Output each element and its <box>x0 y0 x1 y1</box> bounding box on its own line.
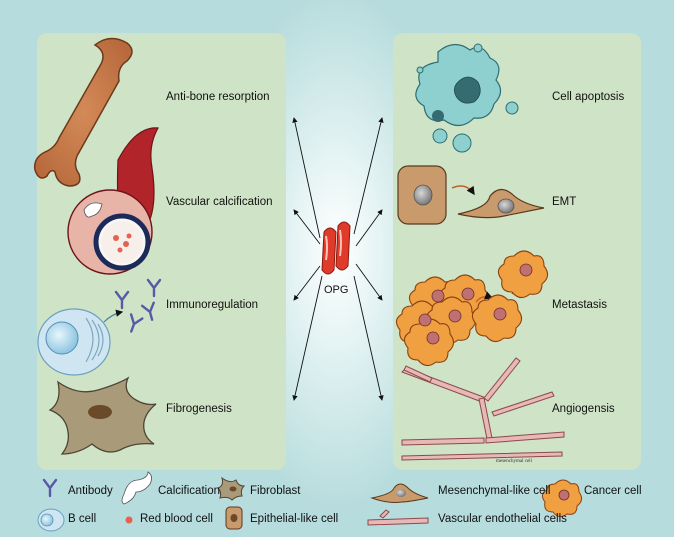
bcell-icon <box>37 308 124 376</box>
legend-rbc-icon <box>125 516 133 524</box>
opg-label: OPG <box>324 284 349 296</box>
vascular-endothelial-icon <box>401 357 565 461</box>
legend-calcification-icon <box>121 471 152 505</box>
legend-calcification-label: Calcification <box>158 485 220 497</box>
legend-antibody-label: Antibody <box>68 485 113 497</box>
opg-molecule-icon <box>321 221 351 275</box>
mesenchymal-cell-icon <box>457 188 545 219</box>
legend-cancer-icon <box>541 479 583 518</box>
cancer-cell-single-1 <box>471 294 523 343</box>
epithelial-cell-icon <box>397 165 447 225</box>
opg-arrows <box>292 117 384 401</box>
label-vascular-calcification: Vascular calcification <box>166 196 273 208</box>
cancer-cluster-icon <box>395 274 490 367</box>
legend-epithelial-label: Epithelial-like cell <box>250 513 339 525</box>
label-emt: EMT <box>552 196 577 208</box>
legend-bcell-icon <box>37 508 65 532</box>
legend-mesenchymal-label: Mesenchymal-like cell <box>438 485 551 497</box>
legend-epithelial-icon <box>225 506 243 530</box>
legend-bcell-label: B cell <box>68 513 97 525</box>
label-mesenchymal-note: mesenchymal cell <box>496 459 532 464</box>
cancer-cell-single-2 <box>497 250 549 299</box>
bone-icon <box>33 37 133 187</box>
legend-cancer-label: Cancer cell <box>584 485 642 497</box>
emt-arrow <box>451 185 475 196</box>
legend-vascular-icon <box>367 509 429 526</box>
label-metastasis: Metastasis <box>552 299 607 311</box>
legend-antibody-icon <box>42 478 58 498</box>
label-anti-bone-resorption: Anti-bone resorption <box>166 91 270 103</box>
label-angiogensis: Angiogensis <box>552 403 615 415</box>
legend-fibroblast-icon <box>217 476 246 501</box>
label-fibrogenesis: Fibrogenesis <box>166 403 232 415</box>
legend-vascular-label: Vascular endothelial cells <box>438 513 567 525</box>
label-cell-apoptosis: Cell apoptosis <box>552 91 625 103</box>
label-immunoregulation: Immunoregulation <box>166 299 259 311</box>
legend-mesenchymal-icon <box>370 483 429 503</box>
legend-fibroblast-label: Fibroblast <box>250 485 301 497</box>
fibroblast-icon <box>48 376 157 455</box>
legend-rbc-label: Red blood cell <box>140 513 213 525</box>
artery-icon <box>67 127 159 275</box>
apoptotic-cell-icon <box>415 43 519 153</box>
antibody-icons <box>114 278 162 333</box>
